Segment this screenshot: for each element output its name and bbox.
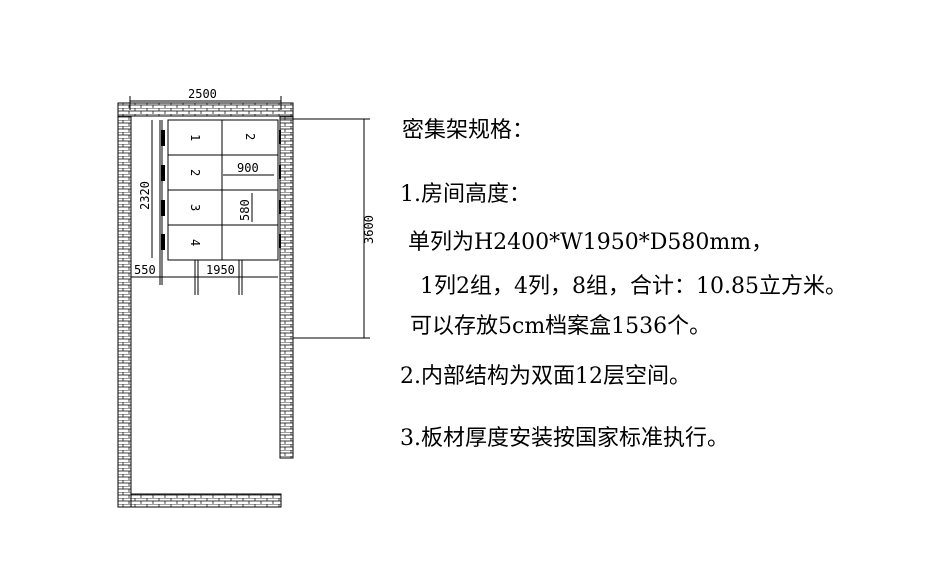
top-wall [117, 102, 294, 117]
shelf-label: 2 [188, 169, 202, 176]
shelf-label: 4 [188, 239, 202, 246]
spec-item-2: 2.内部结构为双面12层空间。 [400, 364, 691, 389]
spec-item-3: 3.板材厚度安装按国家标准执行。 [400, 426, 729, 451]
shelf-label: 2 [243, 133, 257, 140]
dim-900: 900 [237, 161, 259, 175]
shelf-label: 1 [188, 134, 202, 141]
walls [117, 102, 294, 508]
right-wall [279, 115, 294, 459]
spec-line-a: 单列为H2400*W1950*D580mm， [408, 230, 774, 255]
spec-line-c: 可以存放5cm档案盒1536个。 [410, 314, 712, 339]
dim-580: 580 [238, 199, 252, 221]
spec-line-b: 1列2组，4列，8组，合计：10.85立方米。 [420, 274, 847, 299]
dim-1950: 1950 [206, 263, 235, 277]
spec-item-1: 1.房间高度： [400, 182, 531, 207]
dim-2500: 2500 [188, 87, 217, 101]
left-wall [117, 115, 132, 508]
dim-550: 550 [134, 263, 156, 277]
shelf-label: 3 [188, 204, 202, 211]
dim-3600: 3600 [362, 215, 376, 244]
spec-title: 密集架规格： [402, 118, 535, 143]
bottom-wall [130, 493, 282, 508]
dim-2320: 2320 [138, 181, 152, 210]
dimension-lines [129, 96, 370, 339]
handles [161, 130, 281, 250]
